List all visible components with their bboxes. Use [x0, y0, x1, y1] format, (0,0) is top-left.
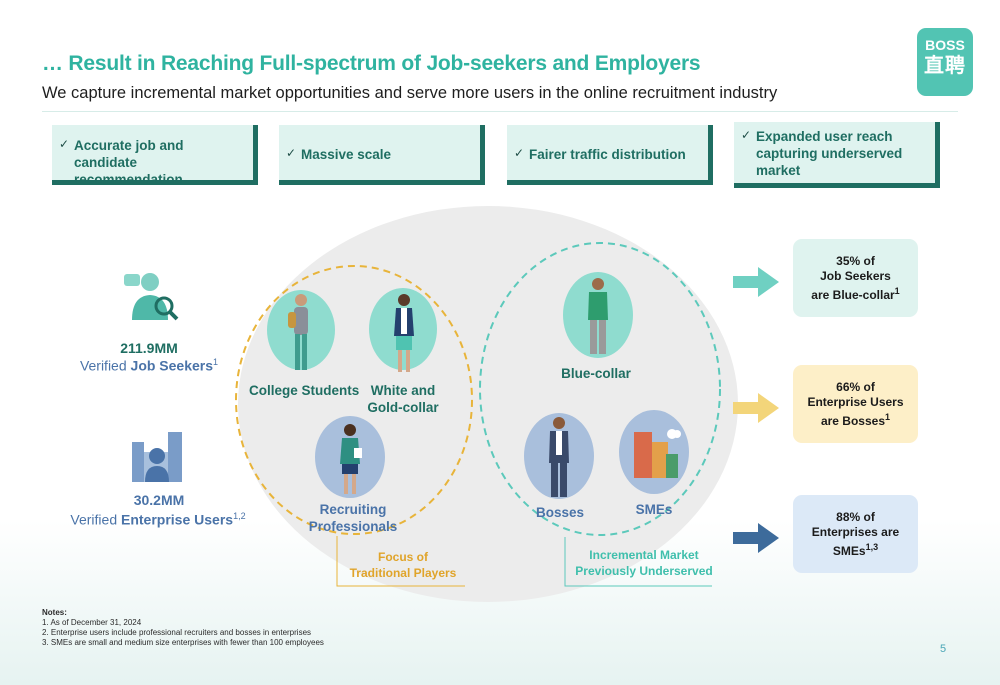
check-icon: ✓	[286, 146, 297, 160]
callout-line: Enterprises are	[811, 524, 900, 539]
traditional-line-2: Traditional Players	[349, 566, 457, 580]
note-item: 1. As of December 31, 2024	[42, 618, 142, 627]
recruiter-figure	[340, 424, 362, 494]
footnote-ref: 1	[885, 411, 891, 422]
callout-line: are Bosses1	[820, 411, 891, 428]
callout-line: are Blue-collar1	[811, 285, 900, 302]
market-ellipse	[238, 206, 738, 602]
callout-bosses: 66% of Enterprise Users are Bosses1	[793, 365, 918, 443]
page-subtitle: We capture incremental market opportunit…	[42, 84, 778, 102]
job-seekers-number: 211.9MM	[120, 340, 178, 356]
traditional-players-annotation: Focus of Traditional Players	[343, 549, 463, 581]
enterprise-number: 30.2MM	[133, 492, 185, 508]
callout-line: Enterprise Users	[807, 394, 904, 409]
check-icon: ✓	[514, 146, 525, 160]
pill-label: Accurate job and candidate recommendatio…	[74, 138, 184, 187]
bosses-label: Bosses	[535, 505, 585, 520]
notes-heading: Notes:	[42, 608, 67, 617]
callout-line: SMEs1,3	[832, 541, 879, 558]
logo-line-2: 直聘	[924, 55, 966, 77]
logo-line-1: BOSS	[925, 37, 965, 53]
callout-blue-collar: 35% of Job Seekers are Blue-collar1	[793, 239, 918, 317]
recruiting-line-1: Recruiting	[319, 502, 387, 517]
white-gold-line-2: Gold-collar	[367, 400, 439, 415]
traditional-line-1: Focus of	[378, 550, 428, 564]
pill-fairer-traffic: ✓ Fairer traffic distribution	[507, 125, 713, 185]
pill-label: Expanded user reach capturing underserve…	[756, 129, 903, 178]
enterprise-label: Verified Enterprise Users1,2	[70, 511, 246, 528]
pill-massive-scale: ✓ Massive scale	[279, 125, 485, 185]
note-item: 3. SMEs are small and medium size enterp…	[42, 638, 324, 647]
white-gold-line-1: White and	[370, 383, 436, 398]
callout-line: Job Seekers	[820, 268, 891, 283]
footnote-ref: 1,2	[233, 511, 246, 521]
college-students-label: College Students	[249, 383, 360, 398]
incremental-line-1: Incremental Market	[589, 548, 699, 562]
enterprise-prefix: Verified	[70, 511, 121, 528]
boss-figure	[549, 417, 569, 497]
enterprise-term: Enterprise Users	[121, 511, 234, 528]
footnotes: Notes: 1. As of December 31, 2024 2. Ent…	[42, 608, 324, 648]
check-icon: ✓	[59, 137, 70, 151]
college-student-figure	[288, 294, 308, 370]
footnote-ref: 1	[894, 285, 900, 296]
pill-label: Fairer traffic distribution	[529, 147, 686, 162]
blue-collar-figure	[588, 278, 608, 354]
incremental-market-annotation: Incremental Market Previously Underserve…	[574, 547, 714, 579]
sme-buildings-icon	[634, 429, 681, 478]
callout-line: 35% of	[836, 253, 875, 268]
blue-collar-label: Blue-collar	[561, 366, 631, 381]
job-seekers-term: Job Seekers	[130, 357, 214, 374]
incremental-line-2: Previously Underserved	[575, 564, 713, 578]
smes-label: SMEs	[635, 502, 673, 517]
boss-zhipin-logo: BOSS 直聘	[917, 28, 973, 96]
footnote-ref: 1,3	[865, 541, 879, 552]
pill-label: Massive scale	[301, 147, 392, 162]
pill-expanded-reach: ✓ Expanded user reach capturing underser…	[734, 122, 940, 188]
job-seekers-prefix: Verified	[79, 357, 131, 374]
job-seekers-label: Verified Job Seekers1	[70, 357, 228, 374]
job-seeker-icon	[124, 273, 179, 321]
callout-smes: 88% of Enterprises are SMEs1,3	[793, 495, 918, 573]
callout-line: 66% of	[836, 379, 875, 394]
white-collar-figure	[394, 294, 414, 372]
note-item: 2. Enterprise users include professional…	[42, 628, 312, 637]
recruiting-line-2: Professionals	[308, 519, 398, 534]
page-number: 5	[940, 643, 947, 655]
recruiting-professionals-label: Recruiting Professionals	[305, 501, 401, 535]
enterprise-icon	[132, 432, 182, 482]
header-divider	[42, 111, 958, 112]
white-gold-collar-label: White and Gold-collar	[360, 382, 446, 416]
callout-line: 88% of	[836, 509, 875, 524]
page-title: … Result in Reaching Full-spectrum of Jo…	[42, 52, 701, 75]
check-icon: ✓	[741, 128, 752, 142]
pill-accurate-recommendation: ✓ Accurate job and candidate recommendat…	[52, 125, 258, 187]
footnote-ref: 1	[213, 357, 219, 367]
